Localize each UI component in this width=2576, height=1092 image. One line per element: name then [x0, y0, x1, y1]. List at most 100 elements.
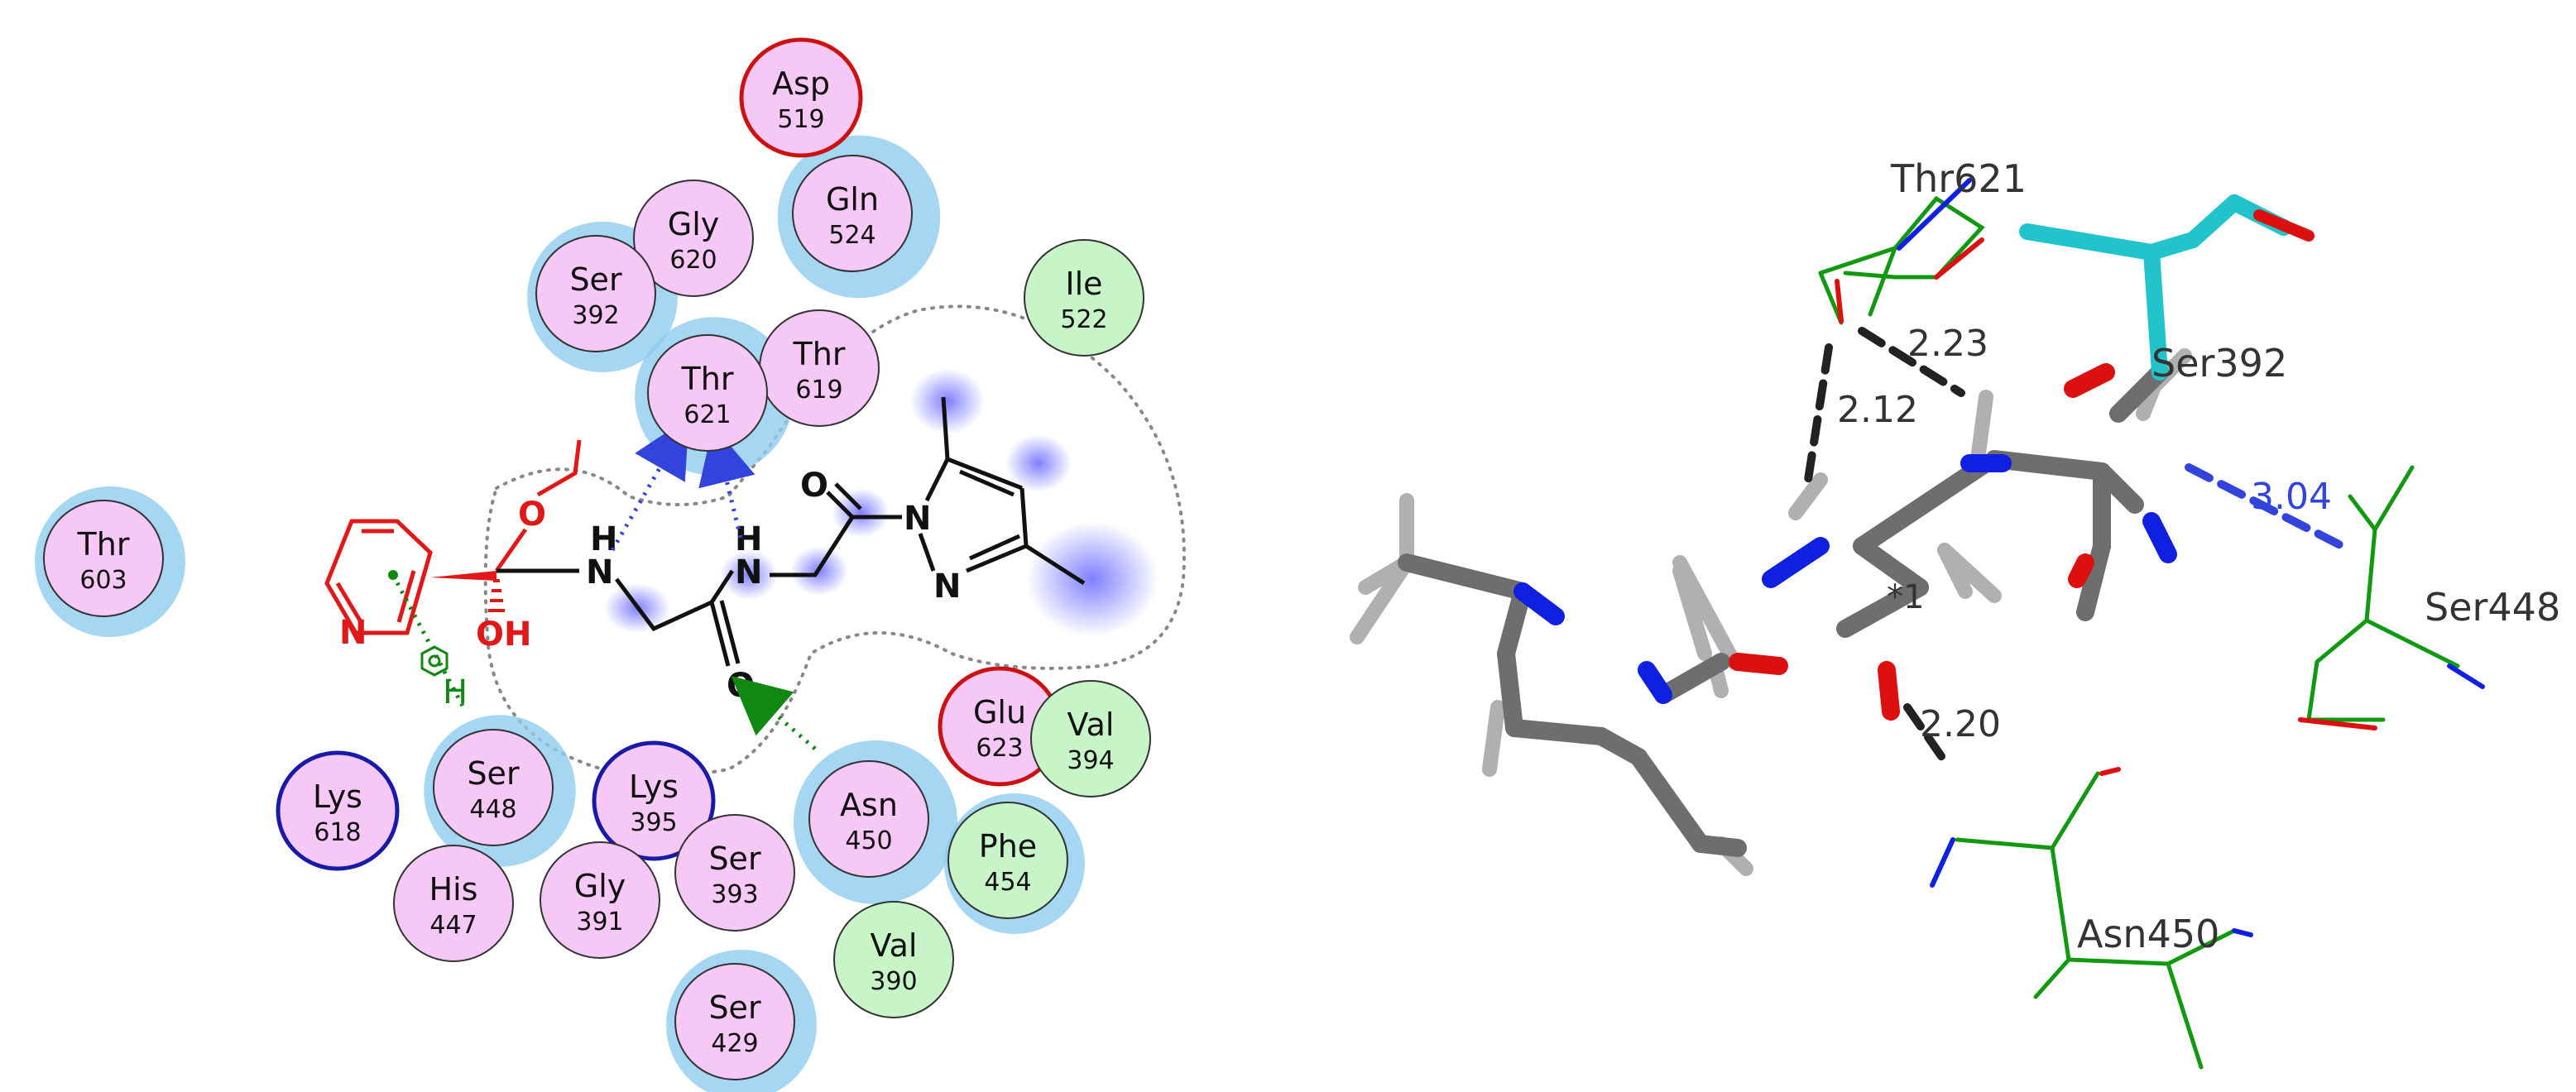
residue-disc: [1024, 239, 1144, 357]
residue-number: 621: [684, 400, 731, 429]
interaction-lines: H: [388, 417, 817, 750]
amide-h2-label: H: [735, 520, 762, 558]
residue-name: Ser: [569, 261, 622, 298]
cyan-residue-o: [2253, 209, 2315, 242]
carbonyl-bond-1a: [709, 601, 731, 667]
residue-number: 519: [777, 105, 824, 134]
wedge-bond: [430, 571, 496, 581]
residue-name: Thr: [793, 336, 846, 372]
backbone-chain-3: [770, 515, 855, 577]
residue-name: Asn: [840, 787, 898, 823]
residue-number: 524: [828, 221, 875, 250]
residue-disc: [592, 740, 716, 861]
residue-number: 620: [669, 246, 717, 275]
residue-name: Val: [1067, 706, 1115, 743]
residue-disc: [633, 180, 754, 297]
residue-name: Gly: [574, 868, 626, 904]
residue-number: 618: [314, 818, 361, 847]
hashed-bond: [488, 579, 505, 612]
residue-number: 447: [429, 911, 477, 940]
interaction-map-2d: N OH O N H O N H: [35, 37, 1186, 1092]
residue-name: Asp: [772, 65, 830, 102]
ligand-nitrogen-sticks: [1513, 454, 2177, 704]
residue-disc: [540, 841, 660, 959]
residue-his-447: His 447: [393, 845, 514, 962]
pyrazole-n2-label: N: [933, 568, 961, 606]
hydrophobic-blobs: [604, 368, 1158, 637]
residue-number: 450: [845, 826, 892, 855]
pi-h-ser448: [391, 573, 466, 709]
residue-name: Ser: [467, 755, 520, 792]
residue-gly-391: Gly 391: [540, 841, 660, 959]
residue-number: 391: [576, 908, 623, 936]
binding-pose-3d: 2.23 2.12 3.04 2.20 Thr621 Ser392 Ser448…: [1350, 156, 2560, 1070]
residue-disc: [739, 37, 863, 158]
label-thr621: Thr621: [1890, 156, 2027, 201]
residue-disc: [674, 963, 795, 1080]
residue-name: Lys: [629, 769, 679, 805]
residue-name: Gly: [668, 206, 720, 242]
residue-disc: [393, 845, 514, 962]
residue-discs: Asp519Gln524Gly620Ser392Ile522Thr619Thr6…: [43, 37, 1151, 1080]
green-residue-lines: [1818, 195, 2460, 1070]
residue-name: Thr: [77, 526, 130, 563]
residue-disc: [808, 760, 929, 878]
carbonyl-bond-1b: [719, 600, 741, 664]
residue-disc: [647, 334, 768, 452]
residue-disc: [276, 750, 400, 871]
carbonyl-o2-label: O: [800, 467, 828, 505]
residue-number: 393: [711, 880, 758, 909]
ether-o-label: O: [518, 496, 546, 534]
residue-lys-618: Lys 618: [276, 750, 400, 871]
pyrazole-n1-label: N: [904, 500, 931, 538]
label-asn450: Asn450: [2077, 912, 2219, 956]
pi-ring-icon: [420, 645, 449, 677]
residue-gln-524: Gln 524: [792, 155, 913, 272]
residue-name: His: [429, 871, 478, 908]
residue-asp-519: Asp 519: [739, 37, 863, 158]
carbonyl-bond-2b: [834, 482, 862, 510]
residue-ser-392: Ser392: [535, 235, 656, 352]
hbond-n1-thr621: [610, 417, 689, 552]
pi-h-label: H: [443, 673, 468, 711]
residue-disc: [43, 500, 164, 617]
pyridine-ring: [324, 519, 433, 635]
residue-name: Ser: [708, 841, 761, 877]
hydroxyl-label: OH: [476, 615, 531, 654]
pi-centroid: [388, 570, 398, 580]
ethyl-chain: [536, 439, 582, 497]
distance-ser448: 3.04: [2251, 476, 2332, 518]
pyridine-n-label: N: [339, 614, 367, 652]
residue-disc: [792, 155, 913, 272]
residue-disc: [433, 729, 554, 846]
backbone-chain-2: [709, 569, 735, 604]
backbone-chain-1: [615, 577, 713, 632]
residue-name: Phe: [979, 828, 1037, 864]
hbond-o1-asn450: [731, 676, 817, 750]
carbonyl-o1-label: O: [727, 667, 755, 705]
residue-disc: [1030, 680, 1151, 797]
residue-disc: [947, 802, 1068, 919]
residue-number: 448: [469, 795, 516, 824]
carbonyl-bond-2a: [826, 491, 854, 519]
residue-disc: [535, 235, 656, 352]
residue-number: 619: [795, 376, 842, 405]
residue-name: Thr: [681, 361, 734, 397]
label-ser392: Ser392: [2151, 341, 2287, 386]
residue-name: Glu: [973, 694, 1026, 730]
residue-number: 429: [711, 1029, 758, 1058]
pyrazole-ring: [918, 396, 1086, 586]
residue-name: Gln: [826, 181, 879, 218]
distance-asn450: 2.20: [1920, 703, 2001, 745]
residue-number: 603: [79, 566, 127, 595]
residue-ser-448: Ser 448: [433, 729, 554, 846]
stereo-label: *1: [1887, 578, 1924, 616]
residue-name: Lys: [313, 778, 362, 815]
label-ser448: Ser448: [2425, 585, 2560, 630]
